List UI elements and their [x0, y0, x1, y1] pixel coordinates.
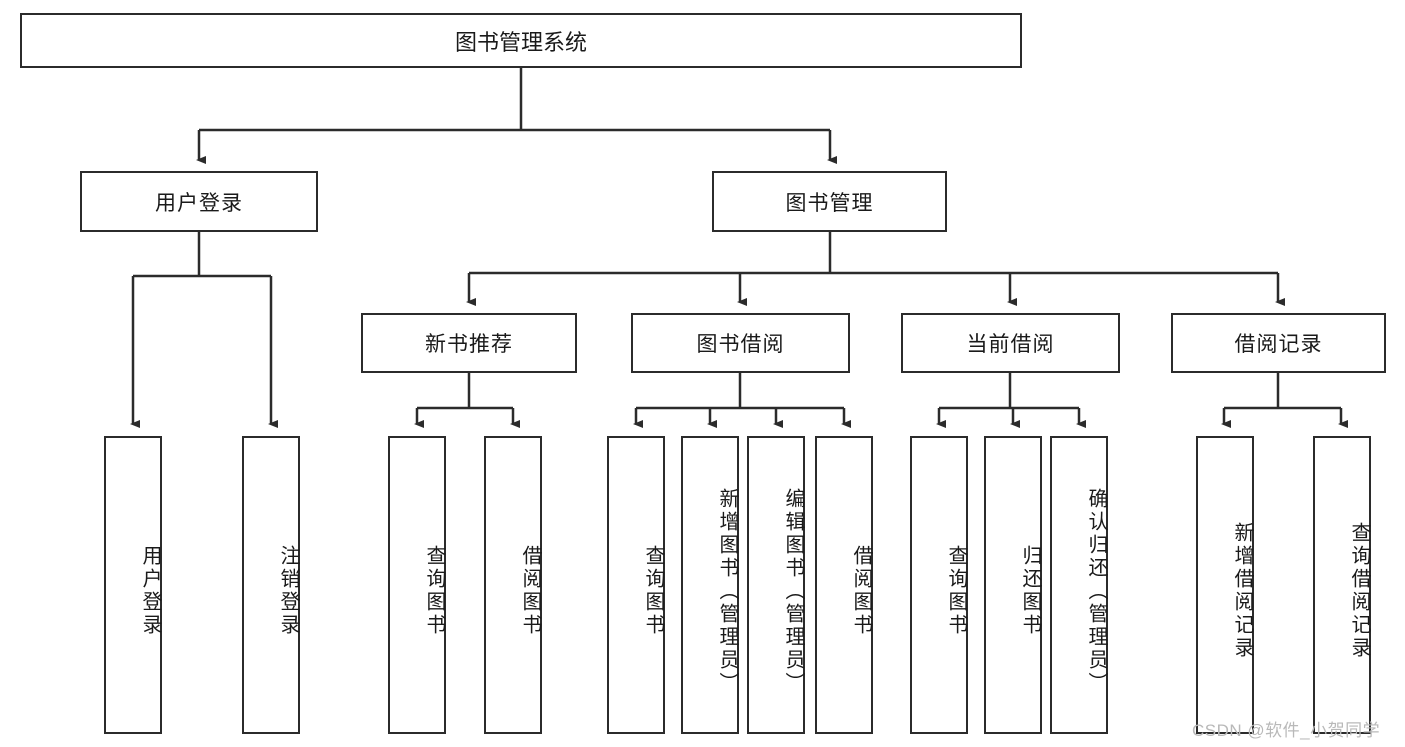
leaf-current-borrow-return[interactable]: 归还图书 [984, 436, 1042, 734]
leaf-new-book-query[interactable]: 查询图书 [388, 436, 446, 734]
node-root-label: 图书管理系统 [454, 29, 587, 55]
node-borrow-record[interactable]: 借阅记录 [1171, 313, 1386, 373]
node-current-borrow[interactable]: 当前借阅 [901, 313, 1120, 373]
node-current-borrow-label: 当前借阅 [966, 333, 1055, 356]
node-borrow-record-label: 借阅记录 [1234, 333, 1323, 356]
leaf-new-book-borrow[interactable]: 借阅图书 [484, 436, 542, 734]
leaf-label: 查询图书 [642, 545, 664, 637]
leaf-label: 借阅图书 [519, 545, 541, 637]
node-book-management-label: 图书管理 [785, 191, 874, 215]
node-user-login[interactable]: 用户登录 [80, 171, 318, 232]
leaf-label: 确认归还（管理员） [1085, 487, 1107, 695]
node-book-borrow-label: 图书借阅 [696, 333, 785, 356]
leaf-label: 编辑图书（管理员） [782, 487, 804, 695]
node-user-login-label: 用户登录 [155, 191, 243, 215]
node-book-management[interactable]: 图书管理 [712, 171, 947, 232]
node-book-borrow[interactable]: 图书借阅 [631, 313, 850, 373]
leaf-label: 归还图书 [1019, 545, 1041, 637]
leaf-user-login-logout[interactable]: 注销登录 [242, 436, 300, 734]
node-new-book-recommend[interactable]: 新书推荐 [361, 313, 577, 373]
leaf-label: 查询借阅记录 [1348, 522, 1370, 660]
leaf-label: 借阅图书 [850, 545, 872, 637]
leaf-borrow-record-add[interactable]: 新增借阅记录 [1196, 436, 1254, 734]
leaf-current-borrow-confirm[interactable]: 确认归还（管理员） [1050, 436, 1108, 734]
leaf-current-borrow-query[interactable]: 查询图书 [910, 436, 968, 734]
leaf-label: 注销登录 [277, 545, 299, 637]
leaf-label: 查询图书 [945, 545, 967, 637]
leaf-label: 用户登录 [139, 545, 161, 637]
node-new-book-recommend-label: 新书推荐 [425, 333, 513, 356]
leaf-book-borrow-add[interactable]: 新增图书（管理员） [681, 436, 739, 734]
leaf-book-borrow-borrow[interactable]: 借阅图书 [815, 436, 873, 734]
leaf-user-login-login[interactable]: 用户登录 [104, 436, 162, 734]
leaf-borrow-record-query[interactable]: 查询借阅记录 [1313, 436, 1371, 734]
leaf-book-borrow-edit[interactable]: 编辑图书（管理员） [747, 436, 805, 734]
leaf-label: 新增借阅记录 [1231, 522, 1253, 660]
leaf-label: 查询图书 [423, 545, 445, 637]
leaf-label: 新增图书（管理员） [716, 487, 738, 695]
node-root[interactable]: 图书管理系统 [20, 13, 1022, 68]
watermark: CSDN @软件_小贺同学 [1192, 721, 1381, 740]
leaf-book-borrow-query[interactable]: 查询图书 [607, 436, 665, 734]
